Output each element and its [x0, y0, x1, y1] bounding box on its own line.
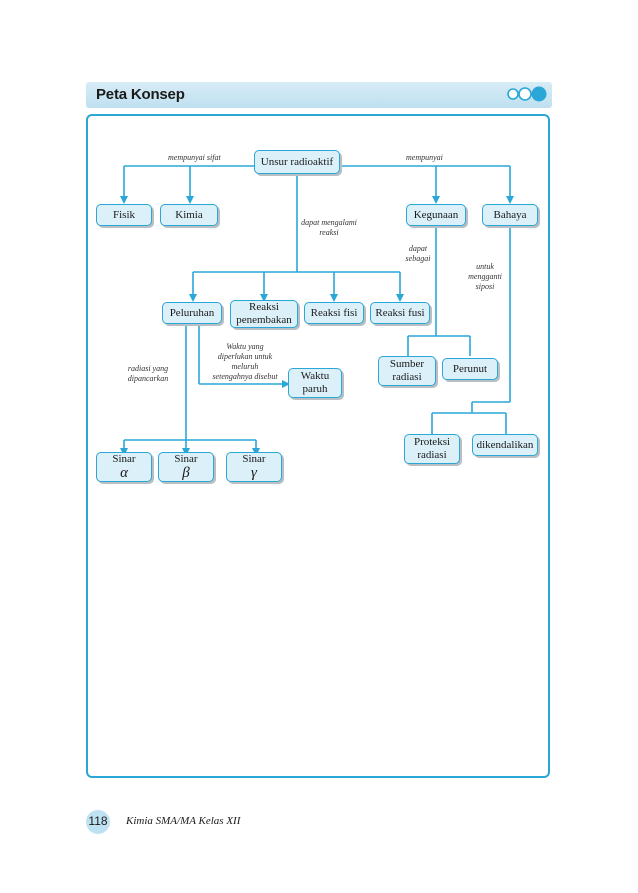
node-reaksi-penembakan: Reaksi penembakan	[230, 300, 298, 328]
node-kegunaan: Kegunaan	[406, 204, 466, 226]
node-label: Kegunaan	[413, 208, 459, 221]
label-line: untuk	[476, 262, 494, 271]
node-reaksi-fisi: Reaksi fisi	[304, 302, 364, 324]
node-sinar-alpha: Sinar α	[96, 452, 152, 482]
label-mempunyai: mempunyai	[406, 153, 443, 162]
header-bar	[86, 82, 552, 108]
node-label: dikendalikan	[476, 438, 534, 451]
node-label: Sinar	[112, 453, 136, 465]
node-fisik: Fisik	[96, 204, 152, 226]
node-sinar-gamma: Sinar γ	[226, 452, 282, 482]
node-label: Proteksi	[413, 436, 451, 448]
label-line: Waktu yang	[226, 342, 264, 351]
node-label: Kimia	[175, 208, 203, 221]
beta-symbol: β	[182, 465, 190, 481]
node-waktu-paruh: Waktu paruh	[288, 368, 342, 398]
concept-map-panel	[86, 114, 550, 778]
node-label: Sumber	[389, 358, 425, 370]
node-label: Peluruhan	[169, 306, 215, 319]
node-proteksi-radiasi: Proteksi radiasi	[404, 434, 460, 464]
node-reaksi-fusi: Reaksi fusi	[370, 302, 430, 324]
page-number: 118	[88, 814, 108, 828]
node-sinar-beta: Sinar β	[158, 452, 214, 482]
label-waktu-yang: Waktu yang diperlukan untuk meluruh sete…	[204, 342, 286, 382]
label-line: sebagai	[405, 254, 431, 263]
node-label: penembakan	[236, 314, 292, 326]
node-label: Perunut	[452, 362, 488, 375]
node-sumber-radiasi: Sumber radiasi	[378, 356, 436, 386]
alpha-symbol: α	[120, 465, 128, 481]
node-peluruhan: Peluruhan	[162, 302, 222, 324]
label-line: radiasi yang	[127, 364, 169, 373]
label-mempunyai-sifat: mempunyai sifat	[168, 153, 221, 162]
node-label: Sinar	[174, 453, 198, 465]
page-title: Peta Konsep	[96, 86, 185, 103]
node-label: Bahaya	[493, 208, 527, 221]
node-label: Reaksi fusi	[375, 306, 425, 319]
node-label: Waktu	[300, 370, 330, 382]
node-unsur-radioaktif: Unsur radioaktif	[254, 150, 340, 174]
label-radiasi-dipancarkan: radiasi yang dipancarkan	[116, 364, 180, 384]
gamma-symbol: γ	[251, 465, 257, 481]
label-dapat-mengalami: dapat mengalami reaksi	[296, 218, 362, 238]
node-label: Reaksi fisi	[310, 306, 358, 319]
label-line: diperlukan untuk	[217, 352, 273, 361]
node-label: Unsur radioaktif	[260, 155, 334, 168]
node-label: radiasi	[392, 371, 422, 383]
node-label: Reaksi	[249, 301, 279, 313]
label-line: meluruh	[231, 362, 259, 371]
node-bahaya: Bahaya	[482, 204, 538, 226]
node-kimia: Kimia	[160, 204, 218, 226]
label-dapat-sebagai: dapat sebagai	[402, 244, 434, 264]
book-title: Kimia SMA/MA Kelas XII	[126, 815, 241, 827]
decorative-circles-icon	[507, 86, 547, 102]
page-number-circle	[86, 810, 110, 834]
label-line: dapat mengalami	[301, 218, 357, 227]
node-label: Fisik	[112, 208, 135, 221]
node-dikendalikan: dikendalikan	[472, 434, 538, 456]
label-line: mengganti	[468, 272, 502, 281]
label-line: dipancarkan	[127, 374, 169, 383]
label-line: setengahnya disebut	[212, 372, 278, 381]
label-line: dapat	[408, 244, 428, 253]
node-label: radiasi	[417, 449, 447, 461]
label-untuk-mengganti: untuk mengganti siposi	[462, 262, 508, 292]
label-line: reaksi	[319, 228, 339, 237]
node-label: Sinar	[242, 453, 266, 465]
node-perunut: Perunut	[442, 358, 498, 380]
label-line: siposi	[475, 282, 495, 291]
node-label: paruh	[302, 383, 328, 395]
